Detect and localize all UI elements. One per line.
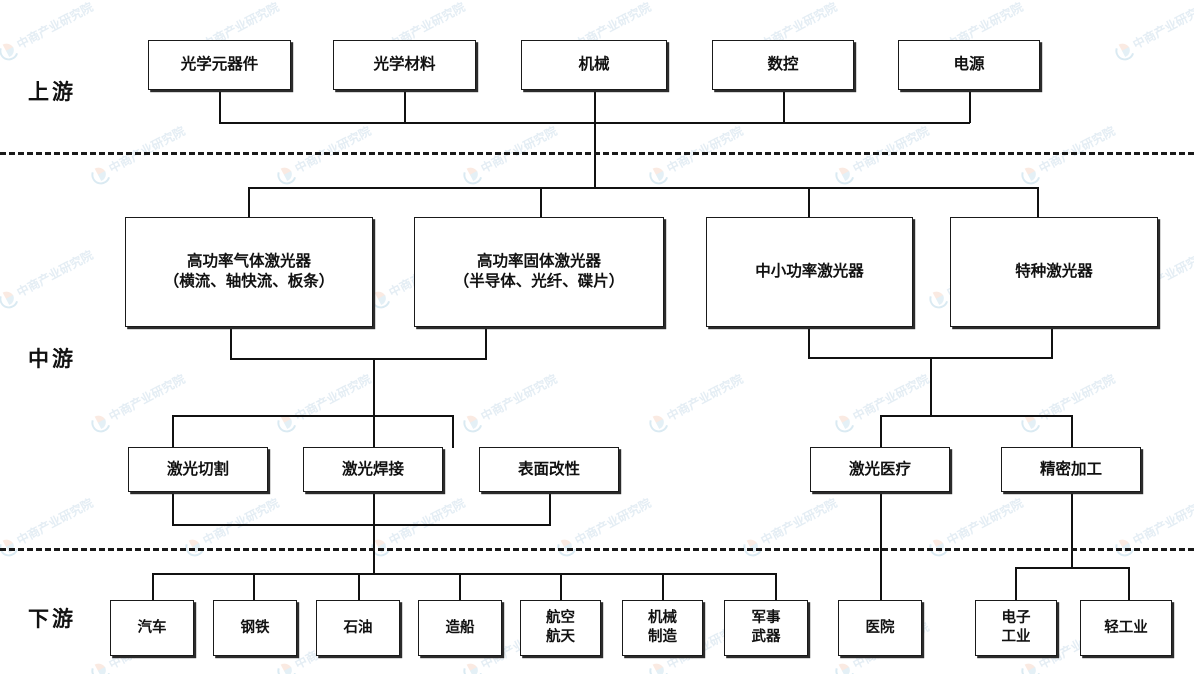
node-label: 医院 bbox=[865, 619, 895, 636]
connector-application-left-bus bbox=[172, 415, 453, 417]
node-label: 轻工业 bbox=[1104, 619, 1148, 636]
node-downstream-steel[interactable]: 钢铁 bbox=[213, 600, 297, 656]
node-label: 电源 bbox=[953, 55, 985, 74]
node-label: 激光切割 bbox=[166, 459, 229, 478]
node-upstream-power-supply[interactable]: 电源 bbox=[898, 40, 1040, 90]
node-label: 航空 航天 bbox=[546, 610, 575, 645]
node-upstream-cnc[interactable]: 数控 bbox=[712, 40, 854, 90]
connector-app-cutting-drop bbox=[172, 415, 174, 448]
connector-downstream-military-drop bbox=[775, 573, 777, 601]
connector-lowmid-laser-drop bbox=[808, 327, 810, 358]
connector-app-welding-drop bbox=[373, 415, 375, 448]
connector-downstream-electronics-drop bbox=[1015, 567, 1017, 601]
node-label: 军事 武器 bbox=[751, 610, 781, 645]
connector-application-left-merge-bus bbox=[172, 524, 551, 526]
connector-app-medical-drop bbox=[880, 415, 882, 448]
node-label: 精密加工 bbox=[1039, 459, 1102, 478]
node-label: 机械 bbox=[578, 55, 610, 74]
connector-cutting-drop2 bbox=[172, 492, 174, 525]
tier-label-downstream: 下游 bbox=[28, 607, 76, 631]
connector-upstream-1-drop bbox=[219, 90, 221, 123]
node-label: 特种激光器 bbox=[1015, 262, 1093, 281]
node-application-laser-medical[interactable]: 激光医疗 bbox=[810, 447, 950, 492]
node-label: 光学材料 bbox=[373, 55, 436, 74]
node-label: 激光医疗 bbox=[848, 459, 911, 478]
node-downstream-light-industry[interactable]: 轻工业 bbox=[1080, 600, 1172, 656]
node-label: 数控 bbox=[767, 55, 799, 74]
node-downstream-hospital[interactable]: 医院 bbox=[838, 600, 922, 656]
connector-left-group-trunk bbox=[373, 358, 375, 416]
connector-solid-laser-drop bbox=[485, 327, 487, 359]
connector-midstream-1-drop bbox=[248, 187, 250, 218]
tier-label-midstream: 中游 bbox=[28, 347, 76, 371]
connector-left-group-bus bbox=[230, 358, 487, 360]
connector-upstream-to-midstream-trunk bbox=[594, 122, 596, 189]
node-midstream-low-mid-power-laser[interactable]: 中小功率激光器 bbox=[706, 217, 913, 327]
connector-downstream-shipbuilding-drop bbox=[459, 573, 461, 601]
node-upstream-optical-materials[interactable]: 光学材料 bbox=[333, 40, 476, 90]
connector-application-right-bus bbox=[880, 415, 1073, 417]
node-label: 汽车 bbox=[137, 619, 167, 636]
node-application-laser-cutting[interactable]: 激光切割 bbox=[128, 447, 268, 492]
divider-midstream-downstream bbox=[0, 548, 1194, 551]
node-downstream-electronics-industry[interactable]: 电子 工业 bbox=[975, 600, 1057, 656]
connector-surface-drop2 bbox=[549, 492, 551, 525]
divider-upstream-midstream bbox=[0, 152, 1194, 155]
connector-app-surface-drop bbox=[452, 415, 454, 448]
node-label: 激光焊接 bbox=[341, 459, 404, 478]
node-label: 电子 工业 bbox=[1001, 610, 1031, 645]
node-upstream-machinery[interactable]: 机械 bbox=[521, 40, 667, 90]
node-midstream-special-laser[interactable]: 特种激光器 bbox=[950, 217, 1158, 327]
node-label: 光学元器件 bbox=[180, 55, 259, 74]
node-application-laser-welding[interactable]: 激光焊接 bbox=[303, 447, 443, 492]
connector-gas-laser-drop bbox=[230, 327, 232, 359]
connector-downstream-left-bus bbox=[152, 573, 776, 575]
node-label: 中小功率激光器 bbox=[755, 262, 864, 281]
node-midstream-high-power-solid-laser[interactable]: 高功率固体激光器 （半导体、光纤、碟片） bbox=[414, 217, 664, 327]
connector-downstream-steel-drop bbox=[253, 573, 255, 601]
connector-special-laser-drop bbox=[1051, 327, 1053, 358]
node-label: 机械 制造 bbox=[648, 610, 677, 645]
connector-downstream-oil-drop bbox=[358, 573, 360, 601]
connector-medical-to-hospital bbox=[880, 492, 882, 601]
connector-downstream-manufacturing-drop bbox=[662, 573, 664, 601]
node-downstream-shipbuilding[interactable]: 造船 bbox=[418, 600, 502, 656]
connector-upstream-3-drop bbox=[594, 90, 596, 123]
connector-midstream-4-drop bbox=[1037, 187, 1039, 218]
node-downstream-aerospace[interactable]: 航空 航天 bbox=[520, 600, 601, 656]
node-label: 高功率固体激光器 （半导体、光纤、碟片） bbox=[453, 252, 625, 290]
node-midstream-high-power-gas-laser[interactable]: 高功率气体激光器 （横流、轴快流、板条） bbox=[125, 217, 373, 327]
connector-downstream-right-bus bbox=[1015, 567, 1130, 569]
connector-right-group-trunk bbox=[930, 357, 932, 416]
connector-downstream-auto-drop bbox=[152, 573, 154, 601]
connector-downstream-aerospace-drop bbox=[560, 573, 562, 601]
connector-downstream-light-industry-drop bbox=[1128, 567, 1130, 601]
node-label: 石油 bbox=[343, 619, 373, 636]
node-downstream-petroleum[interactable]: 石油 bbox=[316, 600, 400, 656]
node-upstream-optical-components[interactable]: 光学元器件 bbox=[148, 40, 291, 90]
node-label: 表面改性 bbox=[517, 459, 580, 478]
node-label: 高功率气体激光器 （横流、轴快流、板条） bbox=[163, 252, 335, 290]
tier-label-upstream: 上游 bbox=[28, 80, 76, 104]
connector-midstream-2-drop bbox=[540, 187, 542, 218]
connector-upstream-5-drop bbox=[969, 90, 971, 123]
connector-welding-drop2 bbox=[373, 492, 375, 525]
node-downstream-machinery-manufacturing[interactable]: 机械 制造 bbox=[622, 600, 703, 656]
connector-midstream-bus bbox=[248, 187, 1038, 189]
node-downstream-military-weapons[interactable]: 军事 武器 bbox=[724, 600, 808, 656]
node-label: 钢铁 bbox=[240, 619, 270, 636]
node-application-surface-modification[interactable]: 表面改性 bbox=[479, 447, 619, 492]
connector-upstream-4-drop bbox=[783, 90, 785, 123]
node-label: 造船 bbox=[445, 619, 475, 636]
node-application-precision-machining[interactable]: 精密加工 bbox=[1001, 447, 1141, 492]
connector-upstream-2-drop bbox=[404, 90, 406, 123]
connector-app-precision-drop bbox=[1071, 415, 1073, 448]
connector-midstream-3-drop bbox=[808, 187, 810, 218]
connector-precision-trunk bbox=[1071, 492, 1073, 568]
node-downstream-automobile[interactable]: 汽车 bbox=[110, 600, 194, 656]
